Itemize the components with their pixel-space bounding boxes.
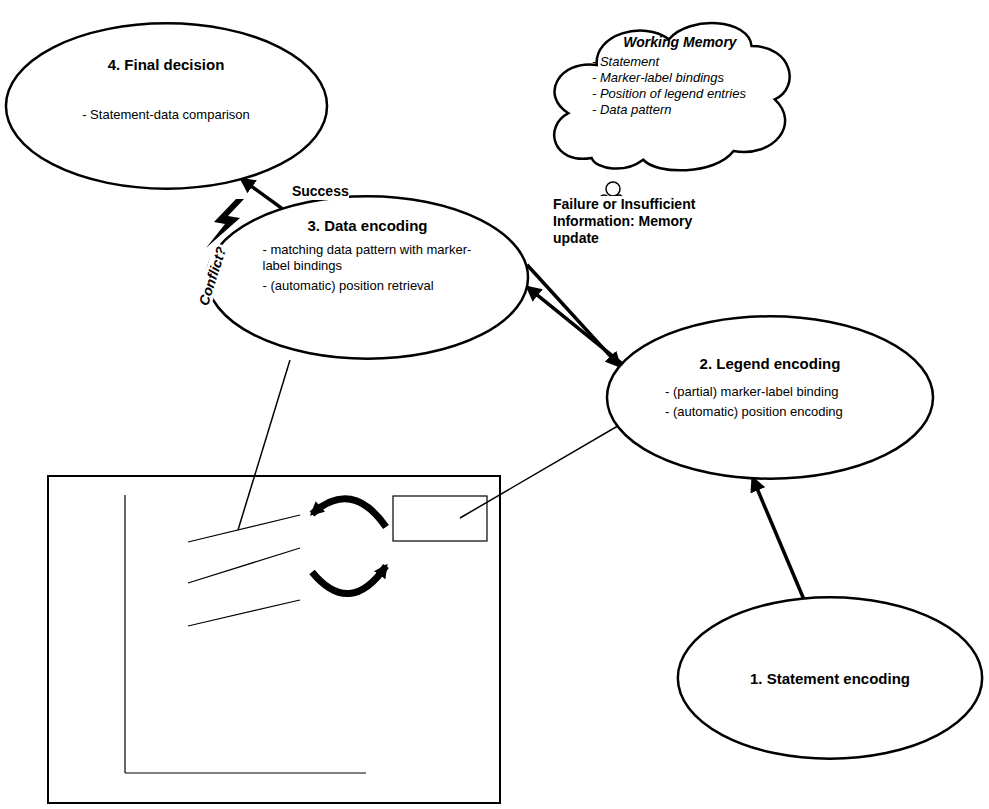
ellipse-shape: [207, 196, 528, 358]
data-line: [188, 548, 300, 583]
flow-arrow: [528, 287, 622, 363]
cloud-shape: [554, 23, 789, 170]
memory-cloud: Working Memory - Statement- Marker-label …: [540, 10, 798, 182]
chart-legend-box: [393, 496, 487, 541]
node-title: 1. Statement encoding: [750, 670, 910, 687]
node-title: 3. Data encoding: [307, 217, 427, 234]
ellipse-shape: [678, 597, 982, 758]
thought-bubble: [606, 182, 620, 196]
node-text: - matching data pattern with marker-labe…: [263, 242, 473, 274]
ellipse-shape: [607, 316, 933, 478]
leader-line: [238, 360, 290, 530]
node-text: - Statement: [592, 54, 659, 70]
node-text: - (partial) marker-label binding: [665, 384, 875, 400]
node-title: Working Memory: [623, 34, 736, 50]
node-text: - Marker-label bindings: [592, 70, 724, 86]
ellipse-outline: [4, 22, 329, 190]
chart-y-axis: [124, 495, 125, 773]
chart-x-axis: [125, 772, 366, 773]
edge-label: Failure or Insufficient Information: Mem…: [553, 196, 731, 247]
edge-label: Success: [292, 183, 349, 200]
node-text: - (automatic) position encoding: [665, 404, 875, 420]
cycle-arrow: [312, 499, 386, 527]
process-ellipse: 1. Statement encoding: [676, 596, 984, 760]
node-title: 2. Legend encoding: [700, 355, 841, 372]
data-line: [188, 515, 300, 542]
process-ellipse: 2. Legend encoding - (partial) marker-lab…: [605, 315, 935, 480]
flow-arrow: [753, 479, 804, 599]
ellipse-shape: [5, 23, 326, 188]
cycle-arrow: [312, 566, 386, 594]
node-text: - (automatic) position retrieval: [263, 278, 473, 294]
flow-arrow: [242, 179, 282, 208]
node-text: - Statement-data comparison: [46, 107, 286, 123]
node-text: - Data pattern: [592, 102, 672, 118]
leader-line: [460, 420, 628, 518]
data-line: [188, 600, 300, 626]
decision-ellipse: 4. Final decision - Statement-data compar…: [4, 22, 329, 190]
node-title: 4. Final decision: [108, 56, 225, 73]
chart-frame: [48, 476, 500, 803]
process-ellipse: 3. Data encoding - matching data pattern …: [205, 195, 530, 360]
node-text: - Position of legend entries: [592, 86, 746, 102]
